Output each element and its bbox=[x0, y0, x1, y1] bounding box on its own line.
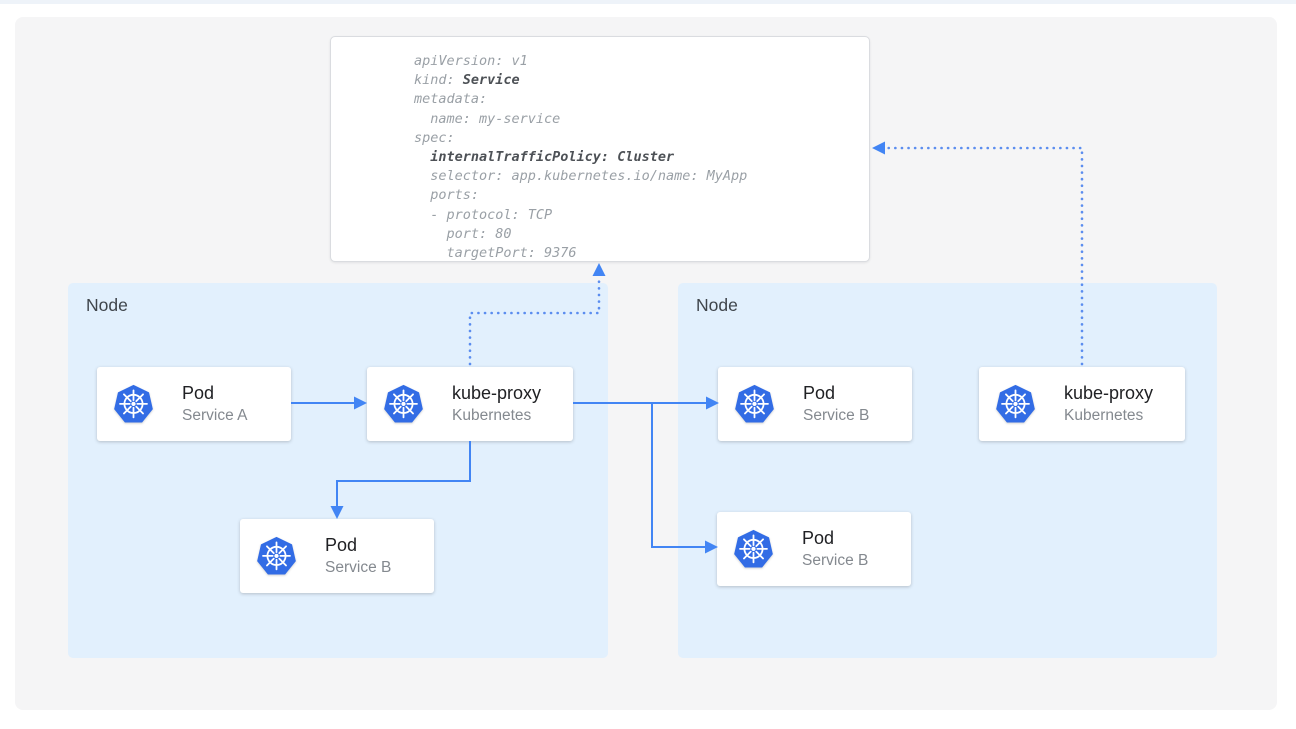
kube-proxy-title: kube-proxy bbox=[1064, 383, 1154, 403]
pod-subtitle: Service B bbox=[325, 559, 392, 576]
yaml-line: kind: Service bbox=[414, 72, 520, 89]
pod-card-service-b-right-bottom: Pod Service B bbox=[717, 512, 911, 586]
pod-subtitle: Service B bbox=[802, 552, 869, 569]
pod-card-service-b-left: Pod Service B bbox=[240, 519, 434, 593]
yaml-line: metadata: bbox=[414, 91, 488, 108]
kubernetes-icon bbox=[255, 536, 298, 577]
pod-title: Pod bbox=[182, 383, 215, 403]
yaml-line: apiVersion: v1 bbox=[414, 53, 528, 69]
kubernetes-icon bbox=[994, 384, 1037, 425]
kube-proxy-subtitle: Kubernetes bbox=[452, 407, 532, 424]
yaml-line: targetPort: 9376 bbox=[414, 245, 577, 262]
pod-subtitle: Service B bbox=[803, 407, 870, 424]
kube-proxy-card-left: kube-proxy Kubernetes bbox=[367, 367, 573, 441]
yaml-line: ports: bbox=[414, 187, 480, 204]
yaml-line: spec: bbox=[414, 129, 455, 146]
pod-title: Pod bbox=[803, 383, 836, 403]
kube-proxy-title: kube-proxy bbox=[452, 383, 542, 403]
kubernetes-icon bbox=[733, 384, 776, 425]
top-accent-strip bbox=[0, 0, 1296, 4]
yaml-line: port: 80 bbox=[414, 225, 512, 242]
kubernetes-icon bbox=[382, 384, 425, 425]
kubernetes-icon bbox=[732, 529, 775, 570]
pod-title: Pod bbox=[325, 535, 358, 555]
pod-card-service-a: Pod Service A bbox=[97, 367, 291, 441]
kube-proxy-card-right: kube-proxy Kubernetes bbox=[979, 367, 1185, 441]
node-container-left: Node bbox=[68, 283, 608, 658]
node-container-right: Node bbox=[678, 283, 1217, 658]
yaml-line: name: my-service bbox=[414, 110, 561, 127]
service-yaml-card: apiVersion: v1 kind: Service metadata: n… bbox=[330, 36, 870, 262]
node-label: Node bbox=[86, 295, 128, 315]
pod-title: Pod bbox=[802, 528, 835, 548]
yaml-line: selector: app.kubernetes.io/name: MyApp bbox=[414, 168, 748, 185]
kube-proxy-subtitle: Kubernetes bbox=[1064, 407, 1144, 424]
node-label: Node bbox=[696, 295, 738, 315]
pod-card-service-b-right-top: Pod Service B bbox=[718, 367, 912, 441]
kubernetes-icon bbox=[112, 384, 155, 425]
yaml-line: - protocol: TCP bbox=[414, 206, 553, 223]
yaml-line: internalTrafficPolicy: Cluster bbox=[414, 149, 675, 166]
pod-subtitle: Service A bbox=[182, 407, 248, 424]
